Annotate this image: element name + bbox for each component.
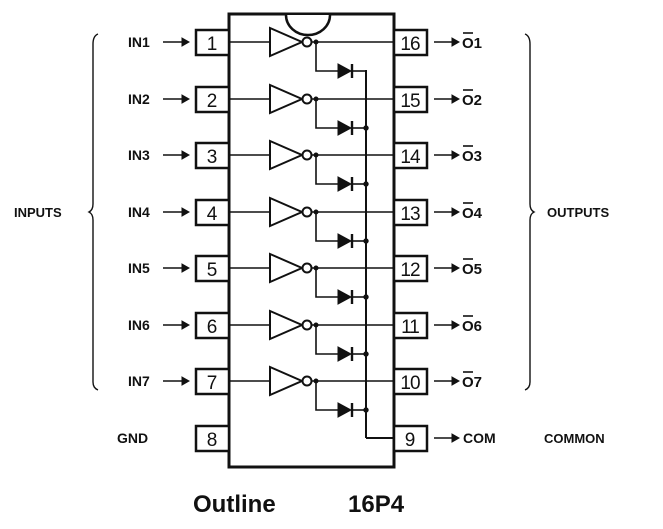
pin-1-number: 1 [207,34,218,55]
pin-16-number: 16 [400,34,420,55]
diode-branch-5 [315,268,338,298]
inverter-bubble-6 [301,319,313,331]
diode-branch-1 [315,42,338,72]
inverter-bubble-2 [301,93,313,105]
pin-1-box [194,28,231,57]
inverter-icon-4 [269,196,305,228]
inverter-icon-2 [269,83,305,115]
diode-branch-3 [315,155,338,185]
input-arrow-head-4 [181,207,191,217]
input-arrow-head-1 [181,37,191,47]
diode-icon-5 [337,289,353,305]
inverter-bubble-4 [301,206,313,218]
com-arrow-head [451,433,461,443]
inverter-bubble-7 [301,375,313,387]
ic-body [227,12,396,469]
pin-11-box [392,311,429,340]
diode-branch-4 [315,212,338,242]
pin-11-number: 11 [401,317,419,338]
diode-icon-2 [337,120,353,136]
inputs-bracket [87,33,99,391]
pin-6-number: 6 [207,317,218,338]
outputs-group-label: OUTPUTS [547,205,609,220]
pin-10-number: 10 [400,373,420,394]
pin-2-number: 2 [207,91,218,112]
pin-9-box [392,424,429,453]
diode-icon-7 [337,402,353,418]
inverter-icon-6 [269,309,305,341]
output-label-3: O3 [462,148,482,165]
input-label-6: IN6 [128,317,150,333]
input-label-2: IN2 [128,91,150,107]
common-group-label: COMMON [544,431,605,446]
output-arrow-head-6 [451,320,461,330]
inverter-icon-7 [269,365,305,397]
output-arrow-head-1 [451,37,461,47]
inputs-group-label: INPUTS [14,205,62,220]
pin-13-box [392,198,429,227]
pin-3-box [194,141,231,170]
pin-12-box [392,254,429,283]
output-arrow-head-3 [451,150,461,160]
input-label-4: IN4 [128,204,150,220]
inverter-bubble-3 [301,149,313,161]
pin-10-box [392,367,429,396]
pin-14-box [392,141,429,170]
pin-8-box [194,424,231,453]
pin-15-number: 15 [400,91,420,112]
output-arrow-head-7 [451,376,461,386]
pin-5-number: 5 [207,260,218,281]
output-label-6: O6 [462,318,482,335]
input-arrow-head-6 [181,320,191,330]
output-label-5: O5 [462,261,482,278]
output-label-1: O1 [462,35,482,52]
input-arrow-head-3 [181,150,191,160]
pin-13-number: 13 [400,204,420,225]
pin-9-number: 9 [405,430,416,451]
diode-icon-6 [337,346,353,362]
diode-icon-3 [337,176,353,192]
outline-title-word: Outline [193,491,276,518]
input-label-5: IN5 [128,260,150,276]
inverter-icon-1 [269,26,305,58]
inverter-icon-5 [269,252,305,284]
diode-branch-6 [315,325,338,355]
com-label: COM [463,430,496,446]
diode-branch-7 [315,381,338,411]
input-arrow-head-5 [181,263,191,273]
pin-16-box [392,28,429,57]
output-arrow-head-2 [451,94,461,104]
diode-icon-1 [337,63,353,79]
input-label-3: IN3 [128,147,150,163]
pin-8-number: 8 [207,430,218,451]
output-arrow-head-5 [451,263,461,273]
pin-6-box [194,311,231,340]
pin-7-number: 7 [207,373,218,394]
input-arrow-head-7 [181,376,191,386]
pin-4-number: 4 [207,204,218,225]
outline-package-code: 16P4 [348,491,405,518]
inverter-icon-3 [269,139,305,171]
output-label-2: O2 [462,92,482,109]
diode-branch-2 [315,99,338,129]
outputs-bracket [524,33,536,391]
pin-14-number: 14 [400,147,421,168]
output-label-4: O4 [462,205,483,222]
input-label-1: IN1 [128,34,150,50]
inverter-bubble-5 [301,262,313,274]
pin-12-number: 12 [400,260,420,281]
pin-15-box [392,85,429,114]
inverter-bubble-1 [301,36,313,48]
output-label-7: O7 [462,374,482,391]
input-arrow-head-2 [181,94,191,104]
pin1-notch [284,14,332,37]
gnd-label: GND [117,430,148,446]
input-label-7: IN7 [128,373,150,389]
diode-icon-4 [337,233,353,249]
output-arrow-head-4 [451,207,461,217]
pin-3-number: 3 [207,147,218,168]
